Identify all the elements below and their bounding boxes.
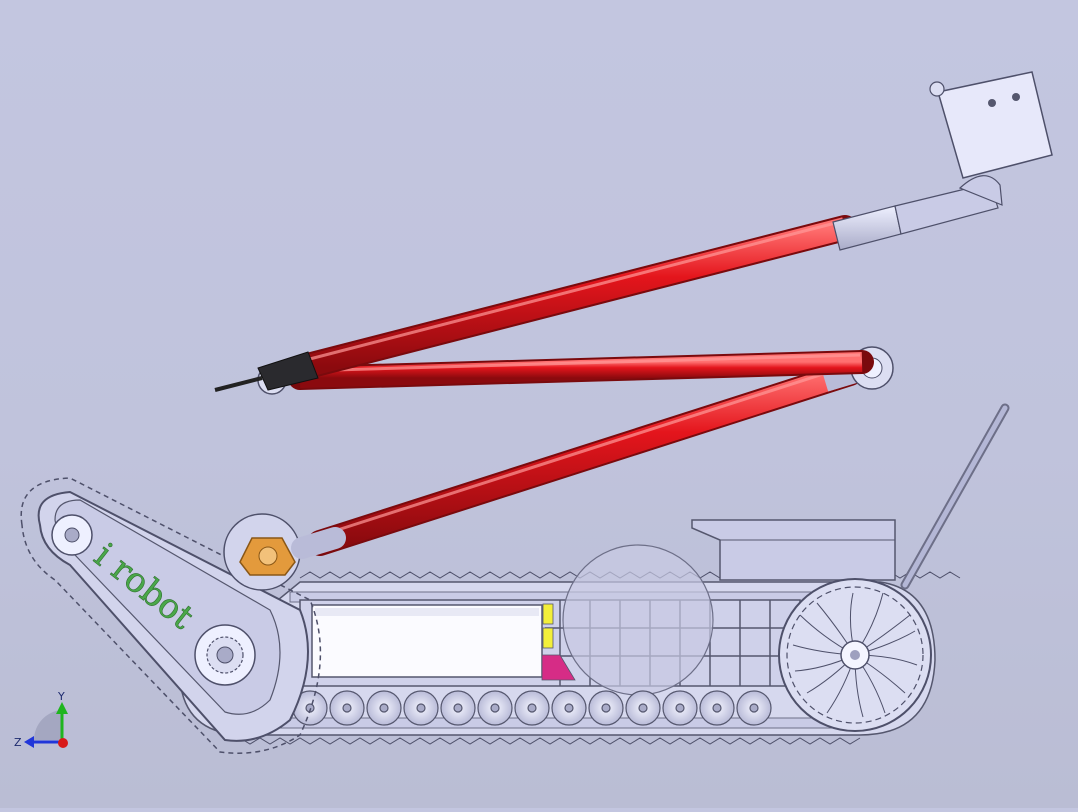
telescoping-section bbox=[832, 175, 1003, 251]
middle-arm-link bbox=[288, 350, 874, 390]
x-axis-dot bbox=[58, 738, 68, 748]
end-effector-plate[interactable] bbox=[929, 71, 1053, 179]
robot-arm[interactable] bbox=[214, 71, 1053, 559]
upper-arm-link bbox=[287, 215, 858, 381]
battery-pack bbox=[311, 603, 576, 681]
antenna bbox=[900, 403, 1010, 590]
arm-base-mount bbox=[223, 513, 301, 591]
front-flipper: i robot bbox=[20, 477, 322, 754]
drive-disk bbox=[562, 544, 714, 696]
rear-sprocket-wheel bbox=[778, 578, 932, 732]
coordinate-triad: Y Z bbox=[14, 690, 68, 749]
gripper-end[interactable] bbox=[214, 351, 319, 395]
road-wheels bbox=[292, 690, 772, 726]
y-axis-label: Y bbox=[57, 690, 65, 703]
rear-deck bbox=[691, 519, 896, 581]
z-axis-label: Z bbox=[14, 736, 22, 749]
